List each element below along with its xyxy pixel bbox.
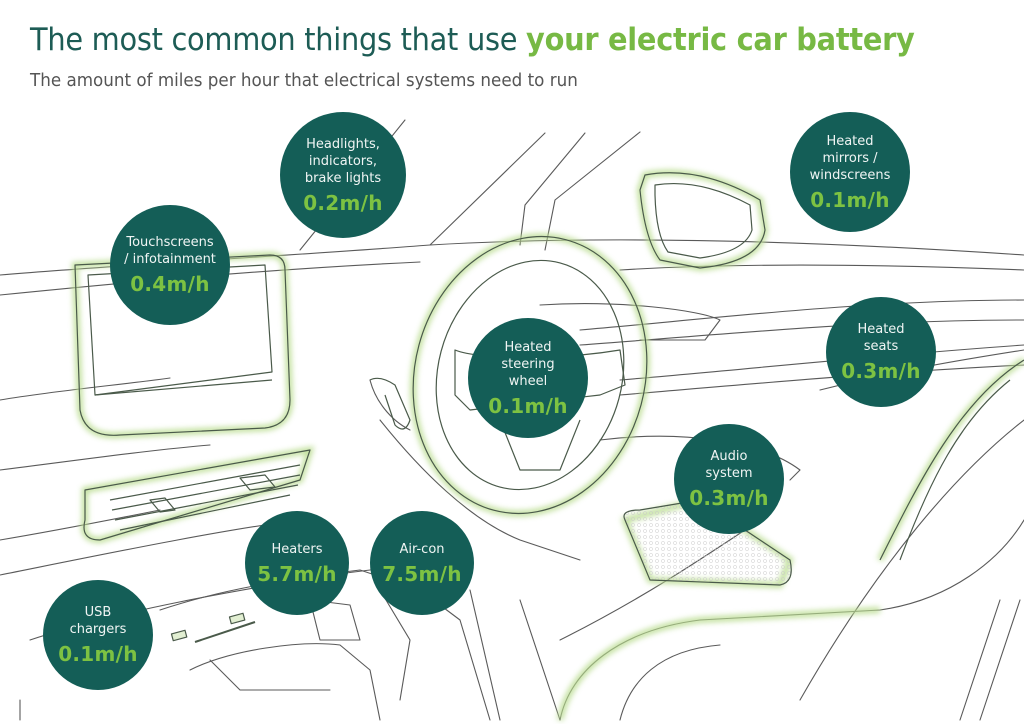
title-plain: The most common things that use: [30, 22, 527, 58]
bubble-label: Air-con: [399, 541, 445, 557]
page-subtitle: The amount of miles per hour that electr…: [30, 70, 578, 91]
bubble-touchscreens: Touchscreens / infotainment 0.4m/h: [110, 205, 230, 325]
bubble-value: 0.2m/h: [303, 190, 383, 215]
bubble-label: Heated seats: [857, 322, 905, 354]
bubble-value: 0.1m/h: [58, 642, 138, 666]
bubble-label: Heaters: [271, 541, 323, 557]
bubble-value: 0.4m/h: [130, 272, 210, 296]
bubble-heated-steering-wheel: Heated steering wheel 0.1m/h: [468, 318, 588, 438]
bubble-usb-chargers: USB chargers 0.1m/h: [43, 580, 153, 690]
bubble-label: Audio system: [705, 449, 753, 481]
title-accent: your electric car battery: [526, 22, 915, 58]
bubble-value: 0.1m/h: [488, 393, 568, 418]
bubble-value: 0.3m/h: [841, 359, 921, 383]
bubble-value: 7.5m/h: [382, 561, 462, 586]
bubble-air-con: Air-con 7.5m/h: [370, 511, 474, 615]
bubble-label: Heated steering wheel: [501, 339, 555, 389]
bubble-value: 0.3m/h: [689, 486, 769, 510]
bubble-label: USB chargers: [69, 605, 127, 637]
bubble-headlights: Headlights, indicators, brake lights 0.2…: [280, 112, 406, 238]
bubble-label: Heated mirrors / windscreens: [809, 133, 891, 183]
bubble-heated-seats: Heated seats 0.3m/h: [826, 297, 936, 407]
bubble-value: 0.1m/h: [810, 187, 890, 212]
bubble-heaters: Heaters 5.7m/h: [245, 511, 349, 615]
page-title: The most common things that use your ele…: [30, 22, 915, 58]
bubble-value: 5.7m/h: [257, 561, 337, 586]
bubble-label: Headlights, indicators, brake lights: [304, 136, 382, 186]
bubble-label: Touchscreens / infotainment: [124, 235, 216, 267]
bubble-audio-system: Audio system 0.3m/h: [674, 424, 784, 534]
bubble-heated-mirrors: Heated mirrors / windscreens 0.1m/h: [790, 112, 910, 232]
